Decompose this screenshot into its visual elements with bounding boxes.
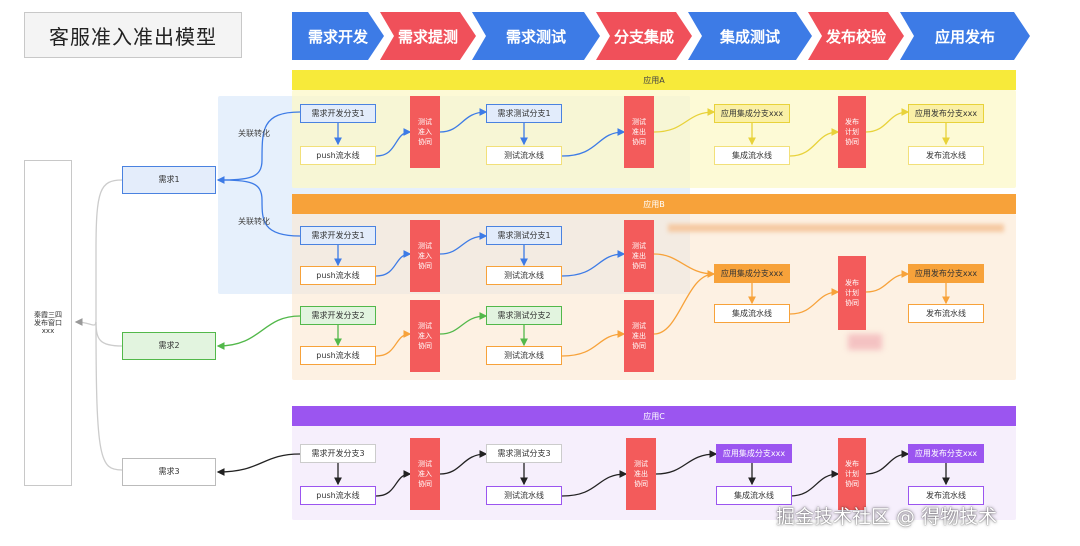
dev-branch: 需求开发分支1 — [300, 226, 376, 245]
publish-plan-gate: 发布 计划 协同 — [838, 256, 866, 330]
stage-integ-test: 集成测试 — [688, 12, 812, 60]
test-exit-gate: 测试 准出 协同 — [624, 96, 654, 168]
requirement-2: 需求2 — [122, 332, 216, 360]
integration-branch: 应用集成分支xxx — [714, 264, 790, 283]
publish-plan-gate: 发布 计划 协同 — [838, 438, 866, 510]
lane-c-header: 应用C — [292, 406, 1016, 426]
requirement-1: 需求1 — [122, 166, 216, 194]
test-branch: 需求测试分支1 — [486, 104, 562, 123]
stage-req-test: 需求测试 — [472, 12, 600, 60]
stage-dev: 需求开发 — [292, 12, 384, 60]
link-label: 关联转化 — [238, 217, 270, 226]
dev-branch: 需求开发分支3 — [300, 444, 376, 463]
dev-branch: 需求开发分支2 — [300, 306, 376, 325]
push-pipeline: push流水线 — [300, 486, 376, 505]
test-branch: 需求测试分支1 — [486, 226, 562, 245]
stage-release-check: 发布校验 — [808, 12, 904, 60]
test-exit-gate: 测试 准出 协同 — [624, 220, 654, 292]
lane-b-header: 应用B — [292, 194, 1016, 214]
requirement-3: 需求3 — [122, 458, 216, 486]
stage-app-release: 应用发布 — [900, 12, 1030, 60]
blurred-region — [668, 224, 1004, 232]
release-pipeline: 发布流水线 — [908, 146, 984, 165]
release-pipeline: 发布流水线 — [908, 486, 984, 505]
release-branch: 应用发布分支xxx — [908, 264, 984, 283]
test-pipeline: 测试流水线 — [486, 146, 562, 165]
push-pipeline: push流水线 — [300, 266, 376, 285]
lane-a-header: 应用A — [292, 70, 1016, 90]
test-admit-gate: 测试 准入 协同 — [410, 220, 440, 292]
test-branch: 需求测试分支2 — [486, 306, 562, 325]
push-pipeline: push流水线 — [300, 146, 376, 165]
test-admit-gate: 测试 准入 协同 — [410, 438, 440, 510]
diagram-title: 客服准入准出模型 — [24, 12, 242, 58]
integration-pipeline: 集成流水线 — [716, 486, 792, 505]
watermark: 掘金技术社区 @ 得物技术 — [776, 506, 998, 528]
stage-submit-test: 需求提测 — [380, 12, 476, 60]
test-admit-gate: 测试 准入 协同 — [410, 96, 440, 168]
dev-branch: 需求开发分支1 — [300, 104, 376, 123]
integration-branch: 应用集成分支xxx — [716, 444, 792, 463]
release-pipeline: 发布流水线 — [908, 304, 984, 323]
integration-pipeline: 集成流水线 — [714, 146, 790, 165]
link-label: 关联转化 — [238, 129, 270, 138]
release-window-node: 秦霞三四 发布窗口 xxx — [24, 160, 72, 486]
blurred-region — [848, 334, 882, 350]
integration-pipeline: 集成流水线 — [714, 304, 790, 323]
test-branch: 需求测试分支3 — [486, 444, 562, 463]
push-pipeline: push流水线 — [300, 346, 376, 365]
stage-branch-integ: 分支集成 — [596, 12, 692, 60]
test-pipeline: 测试流水线 — [486, 346, 562, 365]
release-branch: 应用发布分支xxx — [908, 104, 984, 123]
test-exit-gate: 测试 准出 协同 — [624, 300, 654, 372]
integration-branch: 应用集成分支xxx — [714, 104, 790, 123]
publish-plan-gate: 发布 计划 协同 — [838, 96, 866, 168]
release-branch: 应用发布分支xxx — [908, 444, 984, 463]
test-pipeline: 测试流水线 — [486, 266, 562, 285]
test-exit-gate: 测试 准出 协同 — [626, 438, 656, 510]
test-admit-gate: 测试 准入 协同 — [410, 300, 440, 372]
test-pipeline: 测试流水线 — [486, 486, 562, 505]
